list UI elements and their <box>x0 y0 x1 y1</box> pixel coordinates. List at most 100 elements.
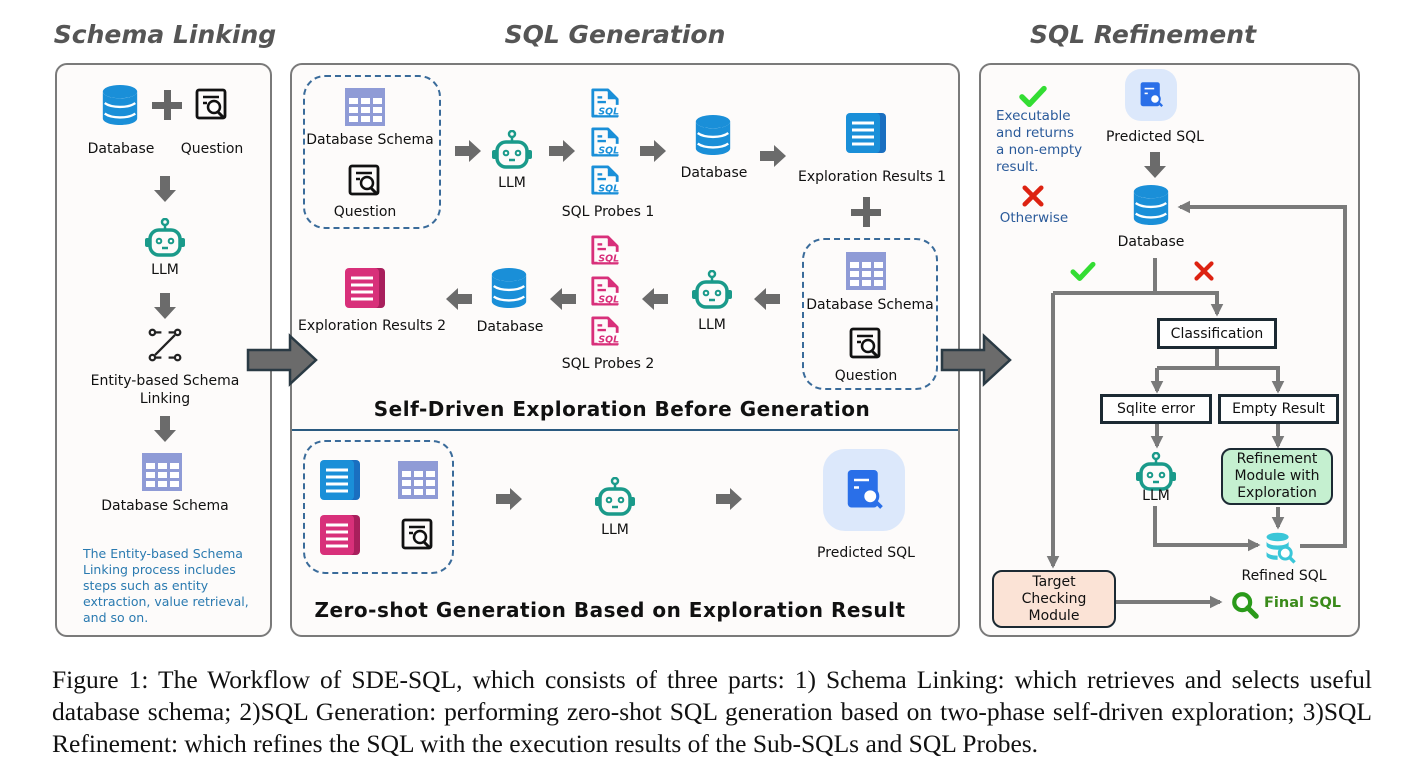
check-icon <box>1070 261 1096 281</box>
generation-llm-label: LLM <box>601 522 629 538</box>
input2-schema-label: Database Schema <box>806 297 934 313</box>
figure-caption: Figure 1: The Workflow of SDE-SQL, which… <box>52 665 1372 758</box>
legend-line: result. <box>996 159 1039 175</box>
target-checking-line: Checking <box>1021 590 1087 607</box>
input-group-2 <box>802 238 938 390</box>
generation-phase-title: Zero-shot Generation Based on Exploratio… <box>314 598 906 622</box>
exploration-results-1-label: Exploration Results 1 <box>798 169 946 185</box>
predicted-sql-label: Predicted SQL <box>817 545 915 561</box>
database-label: Database <box>87 141 155 157</box>
check-icon <box>1019 85 1047 107</box>
refinement-module-line: Refinement <box>1236 451 1318 467</box>
predicted-sql-tile <box>1125 69 1177 121</box>
legend-fail-text: Otherwise <box>999 210 1069 226</box>
plus-icon <box>152 90 182 120</box>
arrow-right-2 <box>549 140 575 162</box>
exploration-inputs-group <box>303 440 454 574</box>
database-icon <box>489 267 529 309</box>
legend-line: a non-empty <box>996 142 1083 158</box>
cross-icon <box>1022 185 1044 207</box>
input-group-1 <box>303 75 441 229</box>
llm-robot-icon <box>1134 452 1178 492</box>
legend-line: Executable <box>996 108 1071 124</box>
predicted-sql-tile <box>823 449 905 531</box>
note-line: extraction, value retrieval, <box>83 594 249 609</box>
input2-question-label: Question <box>834 368 898 384</box>
sql-probe-icon <box>590 315 620 347</box>
exploration-results-2-label: Exploration Results 2 <box>298 318 446 334</box>
sql-probe-icon <box>590 87 620 119</box>
refinement-module-line: Module with <box>1234 468 1320 484</box>
llm-robot-icon <box>593 477 637 517</box>
section-title-sql-generation: SQL Generation <box>504 20 726 49</box>
big-arrow-to-generation <box>246 333 318 387</box>
database-icon <box>1131 184 1171 226</box>
sql-probes-1-label: SQL Probes 1 <box>561 204 655 220</box>
sql-refinement-panel <box>979 63 1360 637</box>
refined-sql-icon <box>1264 531 1298 565</box>
sql-probe-icon <box>590 234 620 266</box>
arrow-right-4 <box>760 145 786 167</box>
database-icon <box>693 114 733 156</box>
target-checking-line: Target <box>1032 573 1076 590</box>
classification-box: Classification <box>1157 318 1277 349</box>
arrow-left-4 <box>446 288 472 310</box>
arrow-down-predicted <box>1144 152 1166 178</box>
question-icon <box>347 163 383 199</box>
note-line: The Entity-based Schema <box>83 546 243 561</box>
arrow-left-3 <box>550 288 576 310</box>
question-label: Question <box>180 141 244 157</box>
target-checking-line: Module <box>1028 607 1080 624</box>
question-icon <box>848 326 884 362</box>
cross-icon <box>1194 261 1214 281</box>
database-schema-label: Database Schema <box>101 498 229 514</box>
database-schema-icon <box>345 88 385 126</box>
database-schema-icon <box>398 461 438 499</box>
entity-linking-label-line1: Entity-based Schema <box>90 373 240 389</box>
database-schema-icon <box>846 252 886 290</box>
arrow-right-1 <box>455 140 481 162</box>
entity-linking-icon <box>147 327 183 363</box>
legend-line: and returns <box>996 125 1075 141</box>
llm-robot-icon <box>690 270 734 310</box>
exploration-results-1-icon <box>318 458 362 502</box>
predicted-sql-icon <box>1135 79 1167 111</box>
big-arrow-to-refinement <box>940 333 1012 387</box>
final-sql-magnifier-icon <box>1231 591 1259 619</box>
exploration-results-1-icon <box>844 111 888 155</box>
arrow-left-1 <box>754 288 780 310</box>
refinement-llm-label: LLM <box>1142 488 1170 504</box>
sqlite-error-box: Sqlite error <box>1100 394 1212 424</box>
sql-probe-icon <box>590 126 620 158</box>
llm-robot-icon <box>143 218 187 258</box>
arrow-right-6 <box>716 488 742 510</box>
target-checking-module-box: Target Checking Module <box>992 570 1116 628</box>
phase-divider <box>292 429 958 431</box>
sql-probe-icon <box>590 275 620 307</box>
empty-result-box: Empty Result <box>1218 394 1339 424</box>
plus-icon <box>851 197 881 227</box>
exploration-results-2-icon <box>318 513 362 557</box>
exploration-phase-title: Self-Driven Exploration Before Generatio… <box>373 397 871 421</box>
note-line: and so on. <box>83 610 149 625</box>
database1-label: Database <box>680 165 748 181</box>
arrow-down-2 <box>154 293 176 319</box>
input-schema-label: Database Schema <box>306 132 434 148</box>
arrow-down-3 <box>154 416 176 442</box>
input-question-label: Question <box>333 204 397 220</box>
schema-linking-note: The Entity-based Schema Linking process … <box>83 546 249 626</box>
exploration-results-2-icon <box>343 266 387 310</box>
refinement-module-box: Refinement Module with Exploration <box>1221 448 1333 505</box>
arrow-right-3 <box>640 140 666 162</box>
llm-robot-icon <box>490 130 534 170</box>
llm-label: LLM <box>151 262 179 278</box>
section-title-sql-refinement: SQL Refinement <box>1029 20 1257 49</box>
refined-sql-label: Refined SQL <box>1241 568 1327 584</box>
refinement-predicted-sql-label: Predicted SQL <box>1106 129 1204 145</box>
entity-linking-label-line2: Linking <box>139 391 191 407</box>
arrow-left-2 <box>642 288 668 310</box>
entity-linking-label: Entity-based Schema Linking <box>91 372 240 408</box>
question-icon <box>194 87 230 123</box>
sql-probes-2-label: SQL Probes 2 <box>561 356 655 372</box>
